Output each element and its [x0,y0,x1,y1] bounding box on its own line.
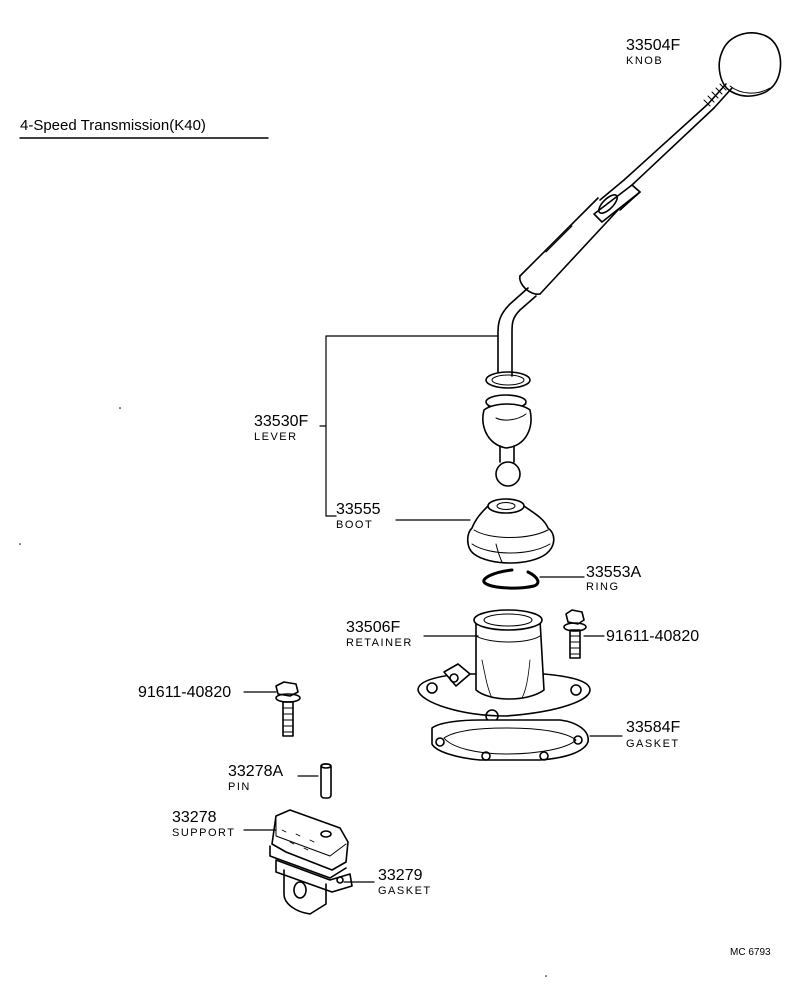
diagram-code: MC 6793 [730,947,771,958]
pin-part-number: 33278A [228,763,284,780]
retainer-drawing [417,609,591,723]
knob-part-name: KNOB [626,55,664,67]
pin-part-name: PIN [228,781,251,793]
boot-part-name: BOOT [336,519,374,531]
gasket-support-part-number: 33279 [378,867,423,884]
lever-part-number: 33530F [254,413,309,430]
lever-part-name: LEVER [254,431,298,443]
gasket-retainer-part-number: 33584F [626,719,681,736]
ring-drawing [482,568,540,590]
boot-part-number: 33555 [336,501,381,518]
boot-drawing [466,498,555,564]
gasket-support-part-name: GASKET [378,885,432,897]
retainer-part-number: 33506F [346,619,401,636]
bolt-right-part-number: 91611-40820 [606,628,700,645]
lever-drawing [482,83,733,487]
retainer-part-name: RETAINER [346,637,413,649]
lever-leader [325,335,499,517]
knob-part-number: 33504F [626,37,681,54]
diagram-title: 4-Speed Transmission(K40) [20,117,206,134]
pin-drawing [320,763,332,799]
support-part-number: 33278 [172,809,217,826]
ring-part-number: 33553A [586,564,642,581]
gasket-retainer-part-name: GASKET [626,738,680,750]
knob-drawing [718,32,782,97]
ring-part-name: RING [586,581,620,593]
gasket-retainer-drawing [431,719,589,761]
bolt-left-drawing [275,681,301,737]
support-part-name: SUPPORT [172,827,236,839]
bolt-right-drawing [563,609,587,659]
bolt-left-part-number: 91611-40820 [138,684,232,701]
support-drawing [269,809,353,915]
